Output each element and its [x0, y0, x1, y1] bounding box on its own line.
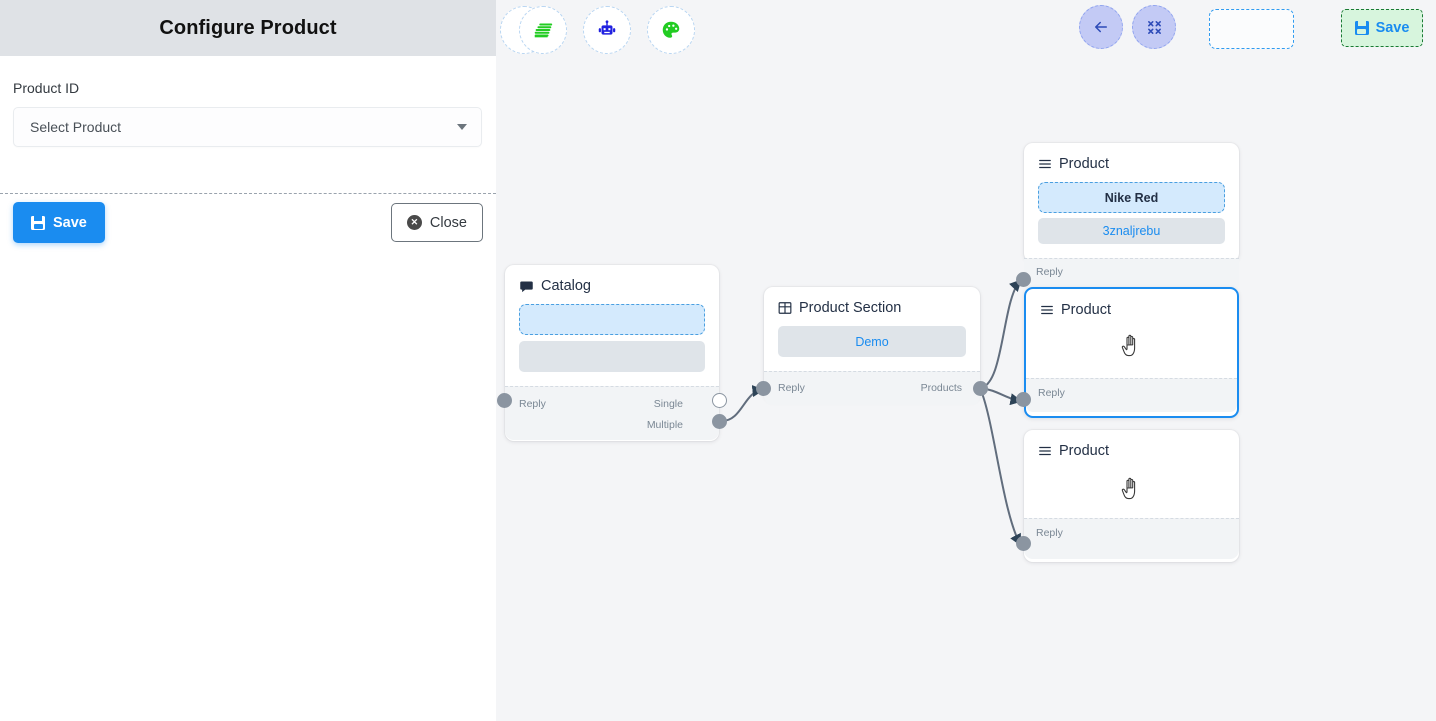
list-lines-icon: [1038, 444, 1052, 458]
robot-icon: [596, 19, 618, 41]
toolbar-empty-slot[interactable]: [1209, 9, 1294, 49]
catalog-port-multiple-label: Multiple: [646, 419, 683, 431]
chevron-down-icon: [457, 124, 467, 130]
layers-stack-icon: [532, 19, 554, 41]
node-product-1-footer: Reply: [1024, 258, 1239, 292]
page-title: Configure Product: [159, 16, 337, 39]
node-product-1-header: Product: [1024, 143, 1239, 172]
node-catalog-body: [505, 294, 719, 386]
product-1-chip-name[interactable]: Nike Red: [1038, 182, 1225, 213]
product-1-port-reply-dot[interactable]: [1016, 272, 1031, 287]
catalog-port-reply-label: Reply: [519, 398, 546, 410]
node-product-2-header: Product: [1026, 289, 1237, 318]
configure-product-panel: Configure Product Product ID Select Prod…: [0, 0, 496, 721]
toolbar-button-bot[interactable]: [583, 6, 631, 54]
catalog-port-single-label: Single: [653, 398, 683, 410]
node-product-1-title: Product: [1059, 156, 1109, 172]
panel-actions: Save ✕ Close: [0, 202, 496, 243]
node-product-section[interactable]: Product Section Demo Reply Products: [756, 287, 988, 405]
chat-bubble-icon: [519, 279, 534, 294]
toolbar-button-back[interactable]: [1079, 5, 1123, 49]
arrow-left-icon: [1092, 18, 1110, 36]
node-product-3-header: Product: [1024, 430, 1239, 459]
save-floppy-icon: [31, 215, 45, 230]
node-product-3-footer: Reply: [1024, 518, 1239, 559]
product-3-port-reply-label: Reply: [1036, 527, 1063, 539]
product-2-port-reply-label: Reply: [1038, 387, 1065, 399]
node-catalog[interactable]: Catalog Reply Single Multiple: [497, 265, 727, 441]
node-product-2-body: [1026, 318, 1237, 378]
node-catalog-footer: Reply Single Multiple: [505, 386, 719, 440]
canvas-save-label: Save: [1375, 20, 1410, 36]
node-product-3-body: [1024, 459, 1239, 518]
catalog-port-single-dot[interactable]: [712, 393, 727, 408]
panel-divider: [0, 193, 496, 194]
toolbar-button-layers[interactable]: [519, 6, 567, 54]
close-icon: ✕: [406, 215, 422, 230]
node-product-2-title: Product: [1061, 302, 1111, 318]
node-catalog-header: Catalog: [505, 265, 719, 294]
product-3-port-reply-dot[interactable]: [1016, 536, 1031, 551]
product-section-port-products-label: Products: [920, 382, 962, 394]
node-product-3[interactable]: Product Reply: [1016, 430, 1239, 562]
catalog-chip-gray[interactable]: [519, 341, 705, 372]
catalog-chip-dashed[interactable]: [519, 304, 705, 335]
flow-canvas[interactable]: Save Catalog Reply Single Multiple: [496, 0, 1436, 721]
compress-arrows-icon: [1146, 19, 1163, 36]
node-product-2[interactable]: Product Reply: [1016, 287, 1239, 418]
save-button-label: Save: [53, 214, 87, 231]
palette-icon: [660, 19, 682, 41]
node-product-1[interactable]: Product Nike Red 3znaljrebu Reply: [1016, 143, 1239, 292]
canvas-save-button[interactable]: Save: [1341, 9, 1423, 47]
save-button[interactable]: Save: [13, 202, 105, 243]
product-1-port-reply-label: Reply: [1036, 266, 1063, 278]
catalog-port-multiple-dot[interactable]: [712, 414, 727, 429]
node-catalog-title: Catalog: [541, 278, 591, 294]
product-section-port-reply-dot[interactable]: [756, 381, 771, 396]
panel-header: Configure Product: [0, 0, 496, 56]
node-product-2-footer: Reply: [1026, 378, 1237, 412]
node-product-section-body: Demo: [764, 316, 980, 371]
toolbar-button-fit-view[interactable]: [1132, 5, 1176, 49]
save-floppy-icon: [1354, 21, 1369, 35]
node-product-section-header: Product Section: [764, 287, 980, 316]
list-lines-icon: [1038, 157, 1052, 171]
product-2-port-reply-dot[interactable]: [1016, 392, 1031, 407]
product-section-chip-demo[interactable]: Demo: [778, 326, 966, 357]
toolbar-button-theme[interactable]: [647, 6, 695, 54]
table-grid-icon: [778, 301, 792, 315]
close-button[interactable]: ✕ Close: [390, 203, 483, 242]
node-product-3-title: Product: [1059, 443, 1109, 459]
node-product-section-title: Product Section: [799, 300, 902, 316]
product-section-port-products-dot[interactable]: [973, 381, 988, 396]
product-id-select[interactable]: Select Product: [13, 107, 482, 147]
list-lines-icon: [1040, 303, 1054, 317]
catalog-port-reply-dot[interactable]: [497, 393, 512, 408]
panel-body: Product ID Select Product: [0, 56, 496, 147]
close-button-label: Close: [429, 214, 467, 231]
product-id-select-value: Select Product: [30, 119, 122, 135]
product-id-label: Product ID: [13, 80, 80, 96]
node-product-1-body: Nike Red 3znaljrebu: [1024, 172, 1239, 258]
node-product-section-footer: Reply Products: [764, 371, 980, 405]
product-1-chip-code[interactable]: 3znaljrebu: [1038, 218, 1225, 244]
product-section-port-reply-label: Reply: [778, 382, 805, 394]
